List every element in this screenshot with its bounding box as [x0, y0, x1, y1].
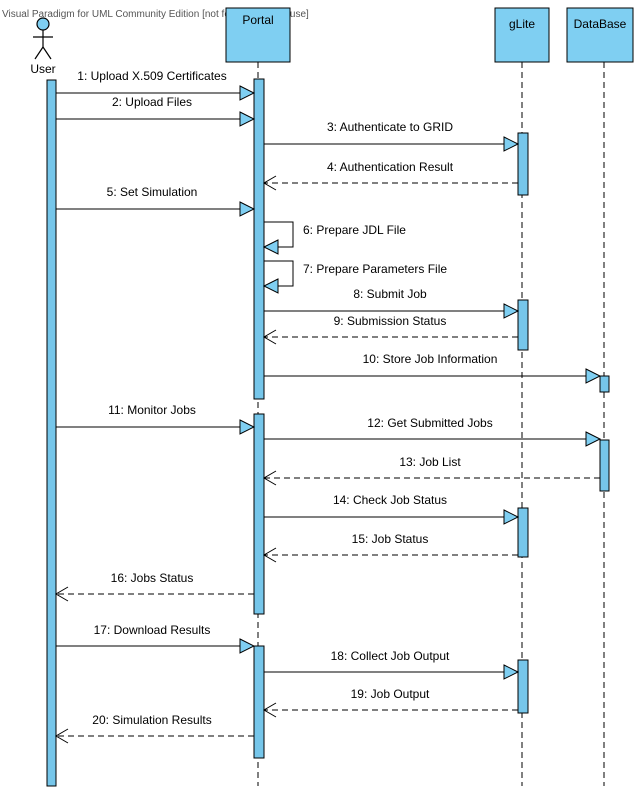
watermark-text: Visual Paradigm for UML Community Editio… — [2, 9, 309, 20]
participant-label-database: DataBase — [574, 17, 627, 31]
participant-label-user: User — [30, 62, 55, 76]
message-14-arrowhead — [503, 509, 520, 525]
message-15-arrowhead — [263, 547, 277, 563]
activation-portal-2 — [253, 413, 265, 615]
message-3-label: 3: Authenticate to GRID — [327, 120, 453, 134]
activation-database-1 — [599, 375, 610, 393]
message-8-arrowhead — [503, 303, 520, 319]
message-13-label: 13: Job List — [399, 455, 461, 469]
message-1-label: 1: Upload X.509 Certificates — [77, 69, 226, 83]
message-9-label: 9: Submission Status — [334, 314, 447, 328]
message-19-label: 19: Job Output — [351, 687, 430, 701]
participant-glite: gLite — [494, 7, 550, 63]
stick-figure-icon — [33, 17, 53, 60]
message-11-label: 11: Monitor Jobs — [108, 403, 196, 417]
activation-portal-3 — [253, 645, 265, 759]
message-10-arrowhead — [585, 368, 602, 384]
message-10-label: 10: Store Job Information — [363, 352, 498, 366]
activation-portal-1 — [253, 78, 265, 400]
message-14-label: 14: Check Job Status — [333, 493, 447, 507]
message-2-arrowhead — [239, 111, 256, 127]
message-11-arrowhead — [239, 419, 256, 435]
message-7-line — [264, 260, 294, 287]
message-7-arrowhead — [262, 278, 279, 294]
participant-box-glite — [494, 7, 550, 63]
message-20-arrowhead — [55, 728, 69, 744]
message-16-label: 16: Jobs Status — [111, 571, 194, 585]
message-18-arrowhead — [503, 664, 520, 680]
message-8-label: 8: Submit Job — [353, 287, 427, 301]
message-1-arrowhead — [239, 85, 256, 101]
activation-glite-2 — [517, 299, 529, 351]
participant-box-database — [566, 7, 634, 63]
message-6-label: 6: Prepare JDL File — [303, 223, 406, 237]
activation-glite-1 — [517, 132, 529, 196]
message-4-label: 4: Authentication Result — [327, 160, 454, 174]
message-9-arrowhead — [263, 329, 277, 345]
message-6-arrowhead — [262, 239, 279, 255]
message-2-label: 2: Upload Files — [112, 95, 192, 109]
message-13-arrowhead — [263, 470, 277, 486]
message-19-arrowhead — [263, 702, 277, 718]
message-4-arrowhead — [263, 175, 277, 191]
message-20-label: 20: Simulation Results — [92, 713, 211, 727]
activation-user — [46, 79, 57, 787]
participant-label-portal: Portal — [242, 13, 273, 27]
message-6-line — [264, 221, 294, 248]
participant-box-portal — [225, 7, 291, 63]
message-7-label: 7: Prepare Parameters File — [303, 262, 447, 276]
message-5-arrowhead — [239, 201, 256, 217]
participant-label-glite: gLite — [509, 17, 535, 31]
message-12-label: 12: Get Submitted Jobs — [367, 416, 492, 430]
message-3-arrowhead — [503, 136, 520, 152]
message-15-label: 15: Job Status — [352, 532, 429, 546]
activation-database-2 — [599, 439, 610, 492]
message-16-arrowhead — [55, 586, 69, 602]
participant-portal: Portal — [225, 7, 291, 63]
message-17-label: 17: Download Results — [94, 623, 211, 637]
message-5-label: 5: Set Simulation — [107, 185, 198, 199]
message-17-arrowhead — [239, 638, 256, 654]
actor-user: User — [30, 17, 56, 76]
message-18-label: 18: Collect Job Output — [331, 649, 450, 663]
activation-glite-4 — [517, 659, 529, 714]
activation-glite-3 — [517, 507, 529, 558]
message-12-arrowhead — [585, 431, 602, 447]
participant-database: DataBase — [566, 7, 634, 63]
